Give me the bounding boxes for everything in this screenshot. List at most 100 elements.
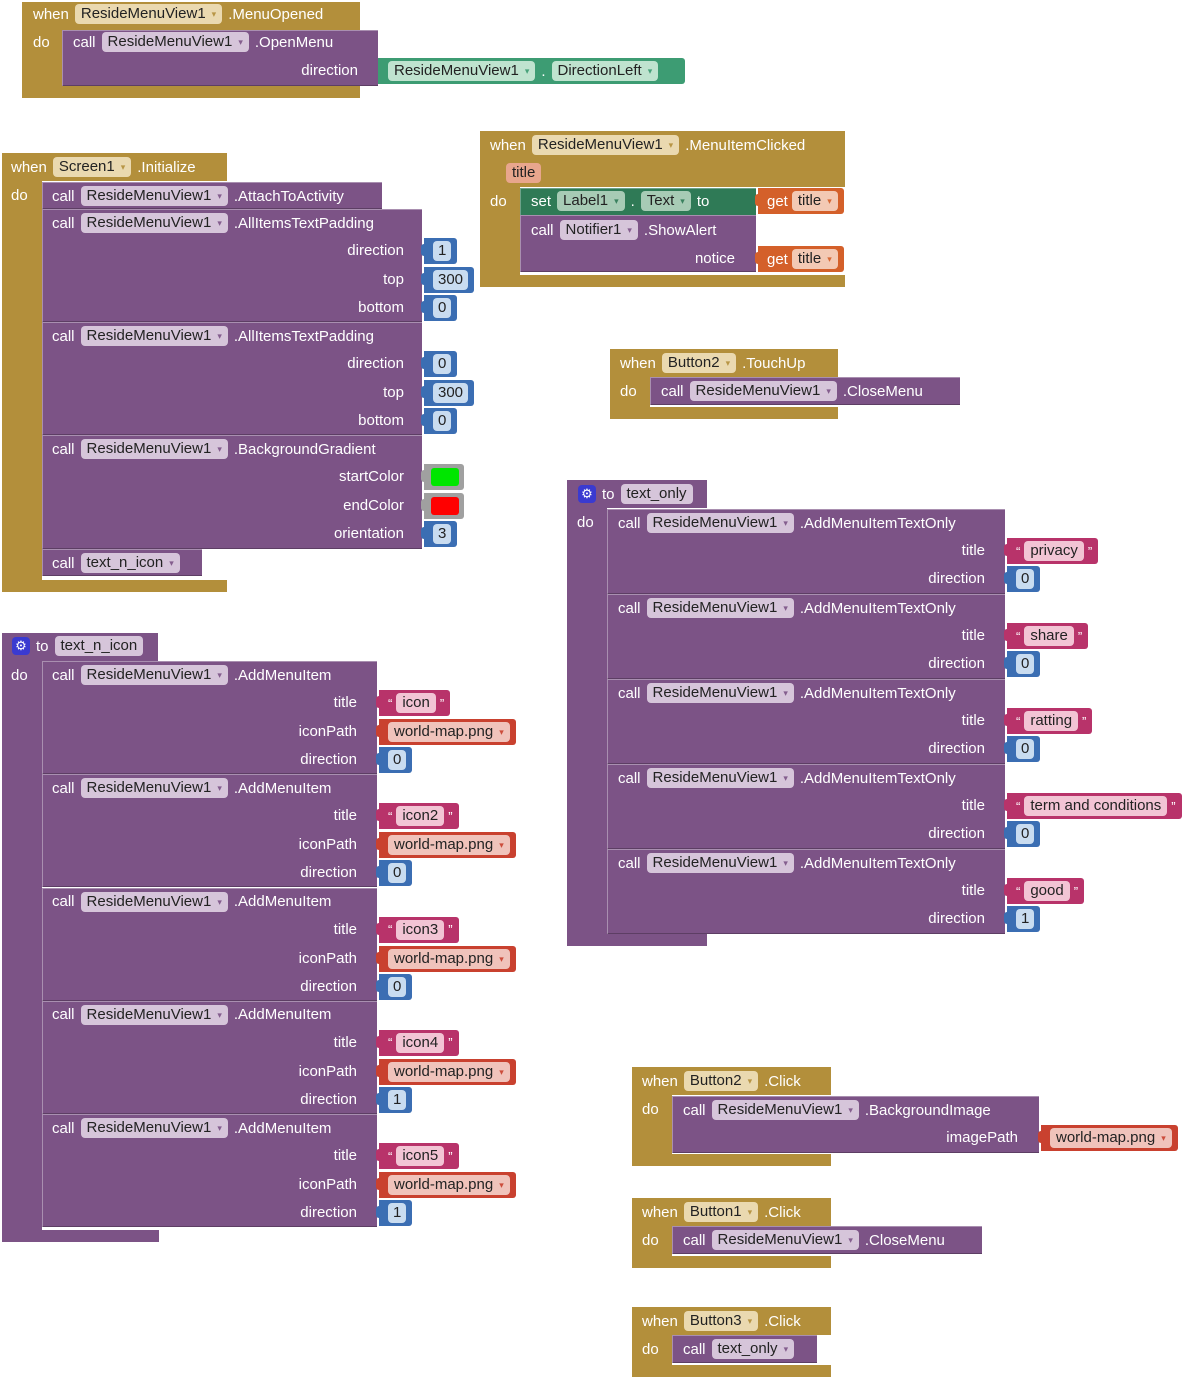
- text-block[interactable]: term and conditions: [1004, 793, 1182, 819]
- component-dropdown[interactable]: Button3▾: [683, 1311, 759, 1331]
- component-dropdown[interactable]: ResideMenuView1▾: [101, 32, 249, 52]
- component-dropdown[interactable]: ResideMenuView1▾: [711, 1100, 859, 1120]
- asset-block[interactable]: world-map.png▾: [376, 832, 516, 859]
- asset-dropdown[interactable]: world-map.png▾: [388, 835, 510, 856]
- text-value[interactable]: icon: [396, 693, 436, 713]
- asset-dropdown[interactable]: world-map.png▾: [388, 722, 510, 742]
- number-value[interactable]: 0: [388, 750, 407, 770]
- number-block[interactable]: 0: [375, 973, 413, 1000]
- event-body[interactable]: [632, 1067, 672, 1166]
- component-dropdown[interactable]: ResideMenuView1▾: [80, 1118, 228, 1139]
- number-block[interactable]: 0: [420, 407, 458, 434]
- number-block[interactable]: 0: [420, 351, 458, 378]
- component-dropdown[interactable]: ResideMenuView1▾: [646, 853, 794, 873]
- number-block[interactable]: 0: [1003, 736, 1041, 762]
- asset-dropdown[interactable]: world-map.png▾: [388, 948, 510, 969]
- number-block[interactable]: 0: [375, 860, 413, 887]
- number-value[interactable]: 1: [388, 1089, 407, 1110]
- component-dropdown[interactable]: ResideMenuView1▾: [646, 683, 794, 703]
- number-value[interactable]: 0: [1016, 569, 1035, 589]
- component-dropdown[interactable]: ResideMenuView1▾: [80, 891, 228, 912]
- component-dropdown[interactable]: ResideMenuView1▾: [80, 1004, 228, 1025]
- number-value[interactable]: 0: [388, 976, 407, 997]
- number-value[interactable]: 0: [1016, 654, 1035, 674]
- property-dropdown[interactable]: Text▾: [640, 191, 691, 211]
- component-dropdown[interactable]: ResideMenuView1▾: [80, 213, 228, 233]
- text-value[interactable]: ratting: [1024, 711, 1079, 731]
- component-dropdown[interactable]: ResideMenuView1▾: [80, 665, 228, 685]
- component-dropdown[interactable]: ResideMenuView1▾: [80, 439, 228, 459]
- event-body[interactable]: [2, 153, 42, 592]
- component-dropdown[interactable]: Button2▾: [683, 1071, 759, 1091]
- number-block[interactable]: 0: [420, 294, 458, 321]
- asset-block[interactable]: world-map.png▾: [376, 1058, 516, 1085]
- color-swatch[interactable]: [431, 496, 459, 515]
- text-block[interactable]: icon3: [376, 916, 459, 943]
- number-block[interactable]: 1: [420, 238, 458, 265]
- text-block[interactable]: good: [1003, 878, 1085, 904]
- variable-dropdown[interactable]: title▾: [791, 249, 838, 269]
- asset-block[interactable]: world-map.png▾: [376, 945, 516, 972]
- text-block[interactable]: ratting: [1003, 708, 1093, 734]
- component-dropdown[interactable]: ResideMenuView1▾: [646, 513, 794, 533]
- event-footer[interactable]: [632, 1256, 831, 1268]
- event-footer[interactable]: [2, 580, 227, 592]
- event-footer[interactable]: [632, 1154, 831, 1166]
- text-value[interactable]: term and conditions: [1024, 796, 1168, 816]
- color-block[interactable]: [421, 464, 464, 491]
- text-block[interactable]: privacy: [1003, 538, 1099, 564]
- event-parameter[interactable]: title: [506, 163, 542, 183]
- procedure-name[interactable]: text_n_icon: [54, 636, 144, 656]
- number-value[interactable]: 300: [433, 269, 469, 290]
- text-value[interactable]: good: [1024, 881, 1070, 901]
- asset-dropdown[interactable]: world-map.png▾: [388, 1175, 510, 1196]
- number-value[interactable]: 0: [388, 863, 407, 884]
- asset-block[interactable]: world-map.png▾: [376, 1172, 516, 1199]
- color-block[interactable]: [421, 492, 464, 519]
- event-footer[interactable]: [610, 407, 838, 419]
- number-block[interactable]: 300: [420, 379, 475, 406]
- text-value[interactable]: privacy: [1024, 541, 1084, 561]
- event-footer[interactable]: [632, 1365, 831, 1377]
- variable-dropdown[interactable]: title▾: [791, 191, 838, 211]
- text-block[interactable]: share: [1003, 623, 1089, 649]
- call-block-showalert[interactable]: [520, 215, 756, 272]
- component-dropdown[interactable]: ResideMenuView1▾: [80, 778, 228, 799]
- text-block[interactable]: icon5: [376, 1143, 459, 1170]
- number-block[interactable]: 1: [1003, 906, 1041, 932]
- number-block[interactable]: 1: [375, 1200, 413, 1227]
- text-value[interactable]: icon5: [396, 1146, 445, 1167]
- component-dropdown[interactable]: ResideMenuView1▾: [646, 598, 794, 618]
- number-value[interactable]: 0: [433, 297, 452, 318]
- text-block[interactable]: icon4: [376, 1029, 459, 1056]
- component-dropdown[interactable]: Screen1▾: [52, 157, 132, 177]
- number-block[interactable]: 0: [1003, 821, 1041, 847]
- component-dropdown[interactable]: Notifier1▾: [559, 220, 638, 240]
- procedure-body[interactable]: [2, 633, 42, 1242]
- component-dropdown[interactable]: ResideMenuView1▾: [80, 326, 228, 346]
- asset-dropdown[interactable]: world-map.png▾: [388, 1061, 510, 1082]
- text-block[interactable]: icon: [375, 690, 451, 716]
- component-dropdown[interactable]: text_n_icon▾: [80, 553, 180, 573]
- number-value[interactable]: 0: [1016, 739, 1035, 759]
- component-dropdown[interactable]: ResideMenuView1▾: [689, 381, 837, 401]
- number-block[interactable]: 0: [1003, 566, 1041, 592]
- number-value[interactable]: 1: [388, 1203, 407, 1224]
- asset-block[interactable]: world-map.png▾: [1038, 1125, 1178, 1151]
- number-value[interactable]: 1: [1016, 909, 1035, 929]
- color-swatch[interactable]: [431, 468, 459, 487]
- text-value[interactable]: icon4: [396, 1032, 445, 1053]
- component-dropdown[interactable]: Button2▾: [661, 353, 737, 373]
- component-dropdown[interactable]: ResideMenuView1▾: [646, 768, 794, 788]
- number-block[interactable]: 0: [375, 747, 413, 773]
- text-value[interactable]: icon2: [396, 806, 445, 827]
- procedure-footer[interactable]: [2, 1230, 159, 1242]
- number-block[interactable]: 3: [420, 520, 458, 547]
- procedure-body[interactable]: [567, 480, 607, 946]
- number-value[interactable]: 0: [1016, 824, 1035, 844]
- number-value[interactable]: 300: [433, 382, 469, 403]
- direction-dropdown[interactable]: DirectionLeft▾: [551, 61, 659, 81]
- component-dropdown[interactable]: Button1▾: [683, 1202, 759, 1222]
- event-footer[interactable]: [480, 275, 845, 287]
